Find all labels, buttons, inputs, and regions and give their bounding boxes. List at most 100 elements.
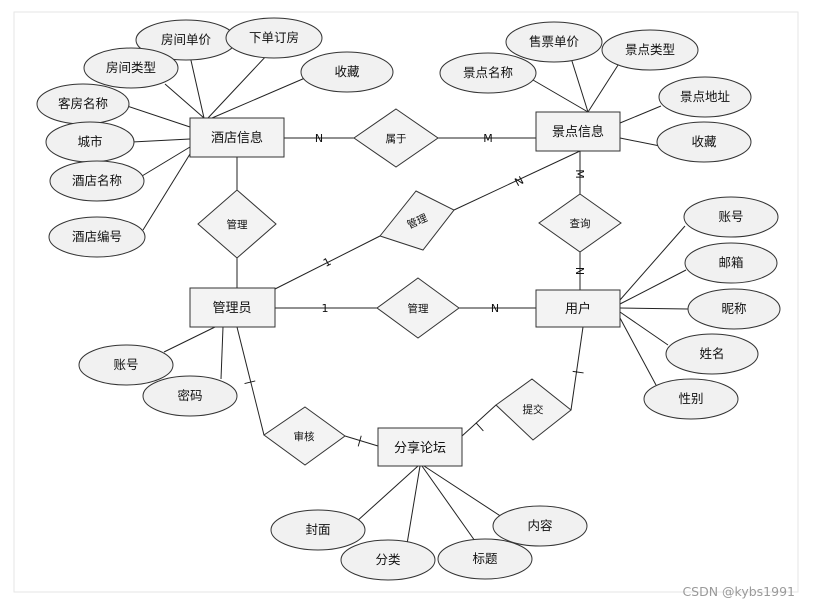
- attribute-scenic-address-label: 景点地址: [680, 89, 731, 104]
- line-user-email: [619, 269, 687, 305]
- line-forum-content: [423, 465, 506, 520]
- relationship-manage-hotel[interactable]: 管理: [197, 189, 277, 259]
- cardinality-user-submit: |: [571, 369, 584, 374]
- attribute-hotel-room-name-label: 客房名称: [58, 96, 108, 111]
- attribute-forum-title[interactable]: 标题: [437, 538, 533, 580]
- entity-forum-label: 分享论坛: [394, 440, 446, 456]
- entity-user-label: 用户: [565, 301, 591, 317]
- relationship-submit[interactable]: 提交: [495, 378, 572, 441]
- line-admin-account: [163, 326, 216, 353]
- attribute-hotel-order-label: 下单订房: [249, 30, 299, 45]
- attribute-hotel-order[interactable]: 下单订房: [225, 17, 323, 59]
- relationship-manage-user[interactable]: 管理: [376, 277, 460, 339]
- attribute-user-email-label: 邮箱: [718, 255, 743, 270]
- line-hotel-favorite: [211, 77, 306, 119]
- line-admin-manage-scenic: [274, 235, 381, 290]
- attribute-scenic-address[interactable]: 景点地址: [658, 76, 752, 118]
- attribute-user-gender-label: 性别: [678, 391, 703, 406]
- cardinality-scenic-belongs: M: [483, 132, 493, 145]
- attribute-scenic-favorite-label: 收藏: [691, 134, 717, 149]
- line-hotel-room-price: [189, 55, 205, 119]
- watermark: CSDN @kybs1991: [682, 584, 795, 599]
- attribute-hotel-city-label: 城市: [77, 134, 102, 149]
- entity-user[interactable]: 用户: [535, 289, 621, 328]
- attribute-forum-title-label: 标题: [472, 551, 498, 566]
- line-scenic-name: [532, 79, 589, 113]
- attribute-hotel-name[interactable]: 酒店名称: [49, 160, 145, 202]
- relationship-manage-hotel-label: 管理: [227, 218, 248, 231]
- cardinality-user-manage: N: [491, 302, 499, 315]
- relationship-query[interactable]: 查询: [538, 193, 622, 253]
- entity-scenic-info-label: 景点信息: [552, 124, 604, 140]
- cardinality-admin-manage-user: 1: [322, 302, 329, 315]
- attribute-forum-content-label: 内容: [527, 518, 552, 533]
- cardinality-forum-review: |: [356, 434, 363, 448]
- line-admin-review: [236, 326, 265, 436]
- cardinality-admin-review: |: [244, 379, 258, 386]
- attribute-forum-category-label: 分类: [375, 552, 401, 567]
- attribute-admin-account-label: 账号: [113, 357, 138, 372]
- line-scenic-address: [619, 105, 662, 124]
- attribute-hotel-room-price[interactable]: 房间单价: [135, 19, 237, 61]
- attribute-scenic-name-label: 景点名称: [463, 65, 513, 80]
- line-manage-scenic: [453, 150, 581, 211]
- line-hotel-name: [141, 146, 191, 177]
- attribute-hotel-room-name[interactable]: 客房名称: [36, 83, 130, 125]
- line-hotel-city: [131, 138, 191, 143]
- attribute-scenic-type[interactable]: 景点类型: [601, 29, 699, 71]
- attribute-hotel-room-type-label: 房间类型: [106, 60, 156, 75]
- relationship-query-label: 查询: [570, 217, 591, 230]
- line-hotel-order: [207, 53, 269, 119]
- cardinality-user-query: N: [573, 267, 586, 275]
- attribute-hotel-id[interactable]: 酒店编号: [48, 216, 146, 258]
- line-scenic-ticket: [570, 57, 589, 113]
- attribute-user-email[interactable]: 邮箱: [684, 242, 778, 284]
- line-hotel-room-type: [164, 83, 205, 119]
- relationship-review[interactable]: 审核: [263, 406, 346, 466]
- line-user-name: [619, 311, 669, 346]
- attribute-admin-account[interactable]: 账号: [78, 344, 174, 386]
- attribute-scenic-favorite[interactable]: 收藏: [656, 121, 752, 163]
- attribute-user-nickname-label: 昵称: [721, 301, 746, 316]
- attribute-hotel-favorite-label: 收藏: [334, 64, 360, 79]
- cardinality-hotel-belongs: N: [315, 132, 323, 145]
- cardinality-labels: N M N 1 M N 1 N | | | |: [244, 132, 586, 447]
- attribute-admin-password[interactable]: 密码: [142, 375, 238, 417]
- attribute-scenic-name[interactable]: 景点名称: [439, 52, 537, 94]
- entity-scenic-info[interactable]: 景点信息: [535, 111, 621, 152]
- line-hotel-room-name: [126, 105, 191, 128]
- attribute-forum-content[interactable]: 内容: [492, 505, 588, 547]
- line-submit-forum: [461, 404, 497, 437]
- attribute-forum-cover[interactable]: 封面: [270, 509, 366, 551]
- line-forum-cover: [355, 465, 419, 523]
- relationship-submit-label: 提交: [523, 403, 544, 416]
- attribute-user-name-label: 姓名: [699, 346, 724, 361]
- attribute-hotel-favorite[interactable]: 收藏: [300, 51, 394, 93]
- entity-hotel-info[interactable]: 酒店信息: [189, 117, 285, 158]
- relationship-belongs[interactable]: 属于: [353, 108, 439, 168]
- entity-admin-label: 管理员: [212, 301, 251, 316]
- attribute-user-account[interactable]: 账号: [683, 196, 779, 238]
- line-forum-category: [406, 465, 421, 545]
- attribute-scenic-ticket-price[interactable]: 售票单价: [505, 21, 603, 63]
- entity-hotel-info-label: 酒店信息: [211, 130, 263, 146]
- relationship-review-label: 审核: [294, 430, 315, 443]
- attribute-hotel-id-label: 酒店编号: [72, 229, 122, 244]
- relationship-manage-scenic[interactable]: 管理: [379, 190, 455, 251]
- line-user-submit: [570, 326, 584, 411]
- relationship-manage-user-label: 管理: [408, 302, 429, 315]
- attribute-user-account-label: 账号: [718, 209, 743, 224]
- line-scenic-favorite: [619, 137, 661, 147]
- attribute-hotel-room-type[interactable]: 房间类型: [83, 47, 179, 89]
- entity-admin[interactable]: 管理员: [189, 287, 276, 328]
- attribute-user-name[interactable]: 姓名: [665, 333, 759, 375]
- connector-lines: [126, 53, 689, 545]
- attribute-forum-category[interactable]: 分类: [340, 539, 436, 581]
- attribute-scenic-ticket-price-label: 售票单价: [529, 34, 580, 49]
- attribute-hotel-city[interactable]: 城市: [45, 121, 135, 163]
- attribute-forum-cover-label: 封面: [305, 522, 330, 537]
- attribute-user-gender[interactable]: 性别: [643, 378, 739, 420]
- attribute-hotel-room-price-label: 房间单价: [161, 32, 212, 47]
- entity-forum[interactable]: 分享论坛: [377, 427, 463, 467]
- attribute-user-nickname[interactable]: 昵称: [687, 288, 781, 330]
